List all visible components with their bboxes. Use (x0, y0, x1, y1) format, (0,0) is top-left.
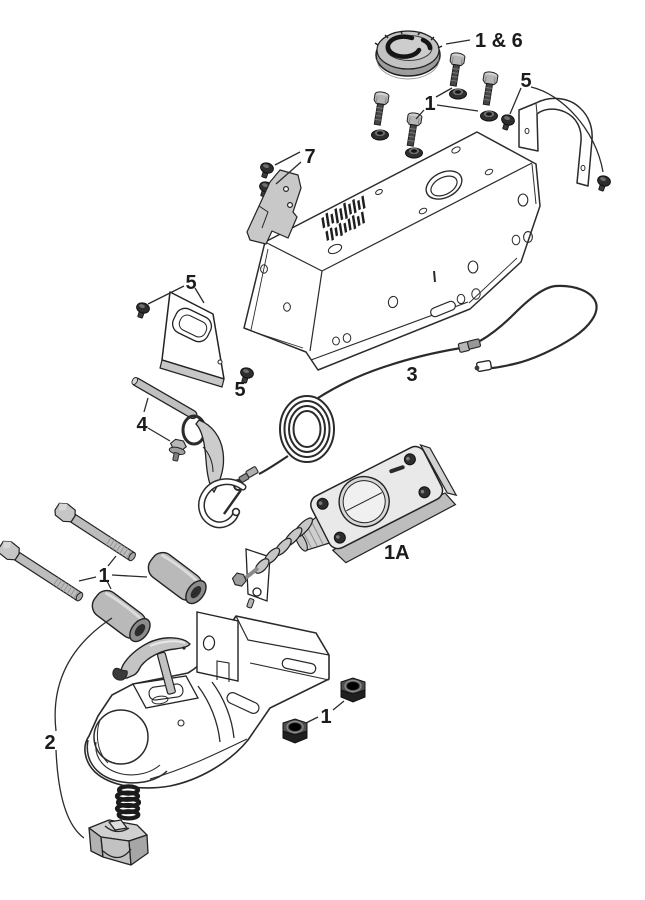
safety-hook (197, 478, 247, 529)
cable-end-connector (474, 359, 493, 373)
latch-handle (112, 637, 191, 681)
callout-right-bracket-screws: 5 (520, 70, 531, 92)
mounting-bracket-7 (246, 169, 302, 245)
flange-nut (405, 147, 423, 159)
actuator-boot (254, 517, 314, 574)
mounting-bolt (406, 112, 423, 147)
cable-fitting (457, 338, 482, 353)
breakaway-cable (233, 284, 598, 491)
release-lever (131, 377, 225, 494)
mounting-bolt (449, 52, 466, 87)
actuator-corner-bolt (316, 453, 431, 544)
callout-small-bracket: 7 (304, 146, 315, 168)
cover-plate-left (159, 291, 225, 388)
roller-spacer (147, 551, 207, 605)
clamp-spring (114, 784, 142, 821)
roller-spacer (91, 589, 151, 643)
side-bracket-right (518, 97, 593, 187)
screw (260, 162, 274, 179)
callout-actuator: 1A (384, 542, 410, 564)
callout-pivot-hardware: 1 (98, 565, 109, 587)
callout-release-lever: 4 (136, 414, 148, 436)
lock-nut (340, 677, 366, 703)
callout-breakaway-cable: 3 (406, 364, 417, 386)
pivot-bolt (54, 502, 136, 562)
master-cylinder-actuator (231, 443, 458, 587)
lever-bolt (168, 438, 187, 462)
flange-nut (449, 88, 467, 100)
ball-socket (86, 709, 168, 784)
screw (136, 302, 150, 319)
callout-coupler-nuts: 1 (320, 706, 331, 728)
screw (240, 367, 254, 384)
callout-left-cover-plate: 5 (185, 272, 196, 294)
mounting-bolt (373, 91, 390, 126)
lock-nut (282, 718, 308, 744)
ball-clamp-wedge (88, 819, 149, 866)
screw (501, 114, 515, 131)
screw (597, 175, 611, 192)
callout-filler-cap: 1 & 6 (475, 30, 523, 52)
coupler-plate-bracket (196, 611, 239, 682)
flange-nut (371, 129, 389, 141)
filler-hole (425, 170, 463, 200)
stamped-label-marks (321, 195, 366, 242)
latch-rod (156, 651, 176, 695)
pivot-bolt (0, 540, 84, 602)
main-housing-cover (243, 131, 541, 371)
leader-lines (54, 39, 604, 839)
master-cylinder-filler-cap (374, 30, 443, 80)
mounting-bolt (482, 71, 499, 106)
rod-nut (231, 572, 247, 587)
callout-mid-screw: 5 (234, 379, 245, 401)
callout-ball-clamp: 2 (44, 732, 55, 754)
callout-top-bolts: 1 (424, 93, 435, 115)
flange-nut (480, 110, 498, 122)
